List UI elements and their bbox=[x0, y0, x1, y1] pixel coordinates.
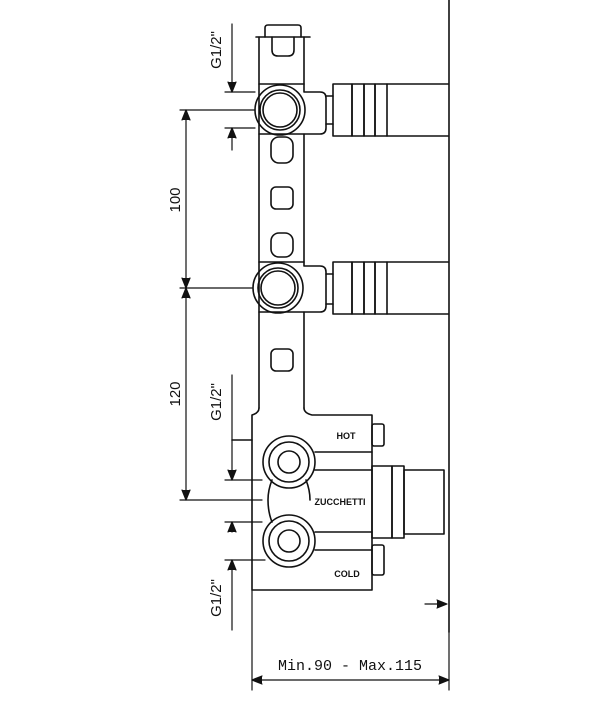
dimension-label-100: 100 bbox=[167, 187, 184, 212]
depth-range-label: Min.90 - Max.115 bbox=[278, 658, 422, 675]
brand-label: ZUCCHETTI bbox=[315, 497, 366, 507]
thread-label-middle: G1/2" bbox=[208, 383, 225, 421]
mounting-rail bbox=[255, 24, 311, 409]
cold-label: COLD bbox=[334, 569, 360, 579]
thread-label-top: G1/2" bbox=[208, 31, 225, 69]
outlet-upper bbox=[254, 83, 449, 137]
outlet-middle bbox=[252, 261, 449, 315]
dimension-label-120: 120 bbox=[167, 381, 184, 406]
thread-label-bottom: G1/2" bbox=[208, 579, 225, 617]
hot-label: HOT bbox=[337, 431, 357, 441]
dimension-lines bbox=[179, 23, 450, 691]
mixer-body bbox=[231, 407, 445, 591]
